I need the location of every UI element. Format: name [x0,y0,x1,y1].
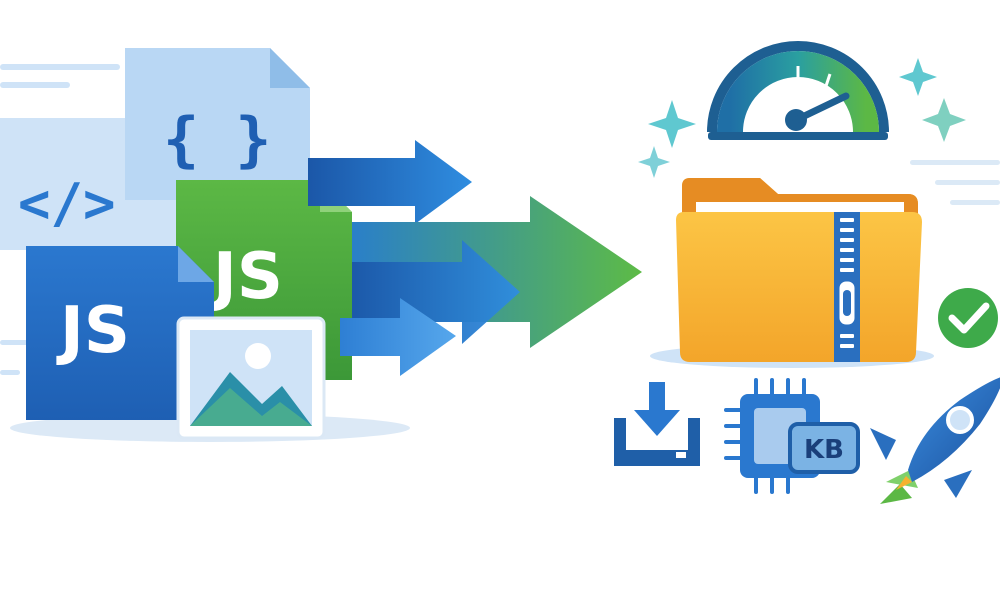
arrow-icon-bottom [340,298,456,376]
speedometer-icon [707,41,889,140]
js-file-icon-blue: JS [26,246,214,420]
speed-lines-left [0,64,120,375]
speed-lines-right [910,160,1000,205]
rocket-icon [870,377,1000,504]
image-file-icon [176,316,326,440]
zip-folder-icon [676,178,922,362]
json-file-icon: { } [125,48,310,200]
code-tag-glyph: </> [18,172,116,235]
zipper-teeth [840,218,854,348]
braces-glyph: { } [163,105,271,175]
chip-icon: KB [724,378,860,494]
js-label-blue: JS [56,294,130,368]
sparkle-icon [638,58,966,178]
check-icon [938,288,998,348]
js-label-green: JS [209,240,283,314]
download-icon [614,382,700,466]
arrow-icon-top [308,140,472,224]
memory-unit-label: KB [804,435,844,465]
